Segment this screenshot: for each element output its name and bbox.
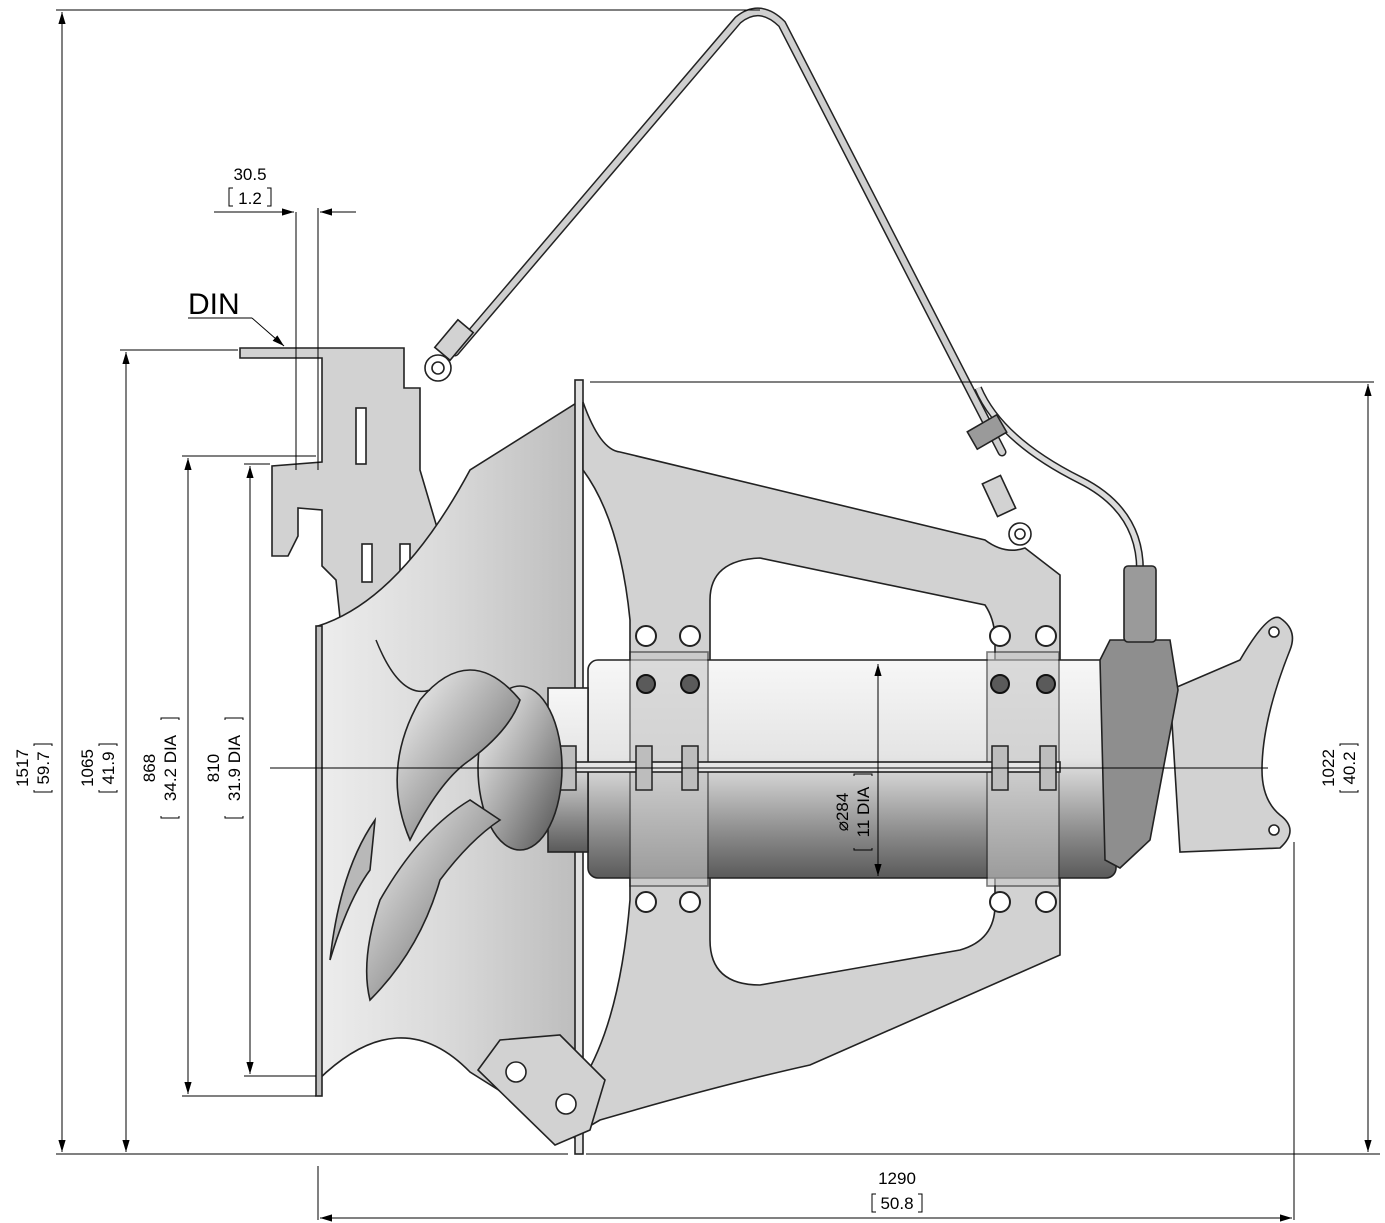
overall-length-mm: 1290 bbox=[878, 1169, 916, 1188]
ring-inner-dia-mm: 810 bbox=[204, 754, 223, 782]
bail-clamp-left bbox=[433, 318, 475, 362]
motor-dia-mm: ⌀284 bbox=[833, 793, 852, 832]
bail-clamp-right bbox=[981, 474, 1017, 518]
din-label: DIN bbox=[188, 288, 240, 321]
flange-offset-inch: 1.2 bbox=[238, 189, 262, 208]
frame-foot bbox=[476, 1034, 606, 1146]
motor-tail-fin bbox=[1169, 616, 1294, 853]
ring-outer-dia-inch: 34.2 DIA bbox=[161, 734, 180, 801]
propeller-blade-lower bbox=[365, 799, 502, 1002]
flange-offset-inch-group: 1.2 bbox=[228, 187, 272, 208]
junction-box bbox=[1099, 639, 1179, 869]
flange-offset-mm: 30.5 bbox=[233, 165, 266, 184]
mount-height-inch: 41.9 bbox=[99, 751, 118, 784]
ring-outer-dia-mm: 868 bbox=[140, 754, 159, 782]
mount-height-mm: 1065 bbox=[78, 749, 97, 787]
motor-dia-inch: 11 DIA bbox=[854, 786, 873, 837]
overall-height-inch: 59.7 bbox=[34, 751, 53, 784]
frame-height-inch: 40.2 bbox=[1340, 751, 1359, 784]
overall-length-inch: 50.8 bbox=[880, 1194, 913, 1213]
cable-gland bbox=[1123, 565, 1157, 643]
ring-inner-dia-inch: 31.9 DIA bbox=[225, 734, 244, 801]
lifting-bail bbox=[450, 7, 1007, 457]
overall-height-mm: 1517 bbox=[13, 749, 32, 787]
propeller-blade-side bbox=[329, 817, 377, 961]
dimension-lines bbox=[56, 9, 1380, 1222]
propeller-blade-upper bbox=[396, 669, 521, 842]
mixer-assembly bbox=[239, 7, 1294, 1155]
cable-clamp bbox=[966, 413, 1008, 451]
frame-height-mm: 1022 bbox=[1319, 749, 1338, 787]
